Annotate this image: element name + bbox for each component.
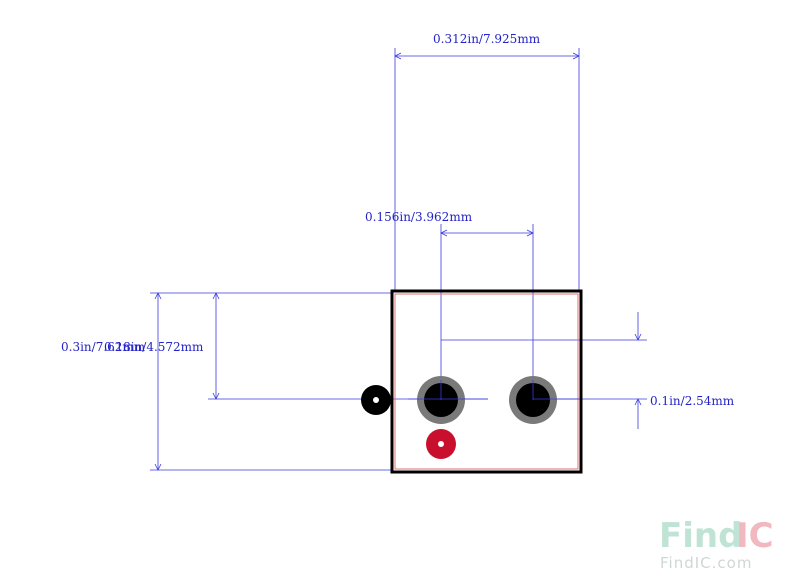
component-outline: [390, 289, 583, 474]
right-offset-dimension: 0.1in/2.54mm: [441, 312, 735, 429]
left-height-dimension: [150, 292, 392, 471]
findic-watermark: Find IC FindIC.com: [659, 516, 774, 572]
watermark-url: FindIC.com: [660, 554, 752, 572]
left-inner-height-label: 0.18in/4.572mm: [104, 340, 204, 354]
pin1-marker-red: [426, 429, 456, 459]
top-width-label: 0.312in/7.925mm: [433, 32, 541, 46]
watermark-ic: IC: [736, 516, 774, 556]
top-width-dimension: 0.312in/7.925mm: [394, 32, 580, 290]
right-offset-label: 0.1in/2.54mm: [650, 394, 735, 408]
watermark-find: Find: [659, 516, 742, 556]
orientation-marker-black: [361, 385, 391, 415]
pin-spacing-label: 0.156in/3.962mm: [365, 210, 473, 224]
pin-spacing-dimension: 0.156in/3.962mm: [365, 210, 534, 400]
left-height-label: 0.3in/7.62mm: [61, 340, 146, 354]
